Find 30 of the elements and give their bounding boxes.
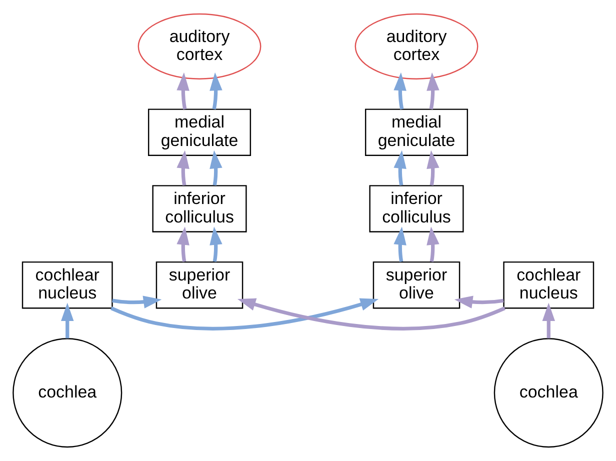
- arrow: [210, 150, 222, 186]
- arrow: [426, 226, 440, 262]
- arrow: [394, 72, 406, 110]
- node-box: superior olive: [372, 261, 460, 309]
- arrow: [542, 302, 556, 338]
- arrow: [394, 226, 406, 262]
- node-box: medial geniculate: [148, 108, 252, 156]
- node-box: inferior colliculus: [369, 185, 464, 232]
- arrow: [394, 150, 406, 186]
- arrow: [210, 72, 222, 110]
- node-ellipse: auditory cortex: [138, 13, 262, 80]
- arrow: [426, 150, 440, 186]
- arrow: [210, 226, 222, 262]
- arrow: [237, 298, 506, 330]
- node-box: cochlear nucleus: [503, 261, 594, 309]
- arrow: [176, 72, 190, 110]
- node-circle: cochlea: [12, 338, 122, 448]
- arrow: [176, 226, 190, 262]
- node-box: inferior colliculus: [152, 185, 247, 232]
- arrow: [110, 298, 379, 330]
- arrow: [454, 296, 504, 308]
- arrow: [176, 150, 190, 186]
- arrow: [112, 296, 162, 308]
- node-circle: cochlea: [494, 338, 604, 448]
- arrow: [60, 302, 74, 338]
- node-box: medial geniculate: [364, 108, 468, 156]
- node-ellipse: auditory cortex: [354, 13, 478, 80]
- node-box: superior olive: [156, 261, 244, 309]
- arrow: [426, 72, 440, 110]
- node-box: cochlear nucleus: [22, 261, 113, 309]
